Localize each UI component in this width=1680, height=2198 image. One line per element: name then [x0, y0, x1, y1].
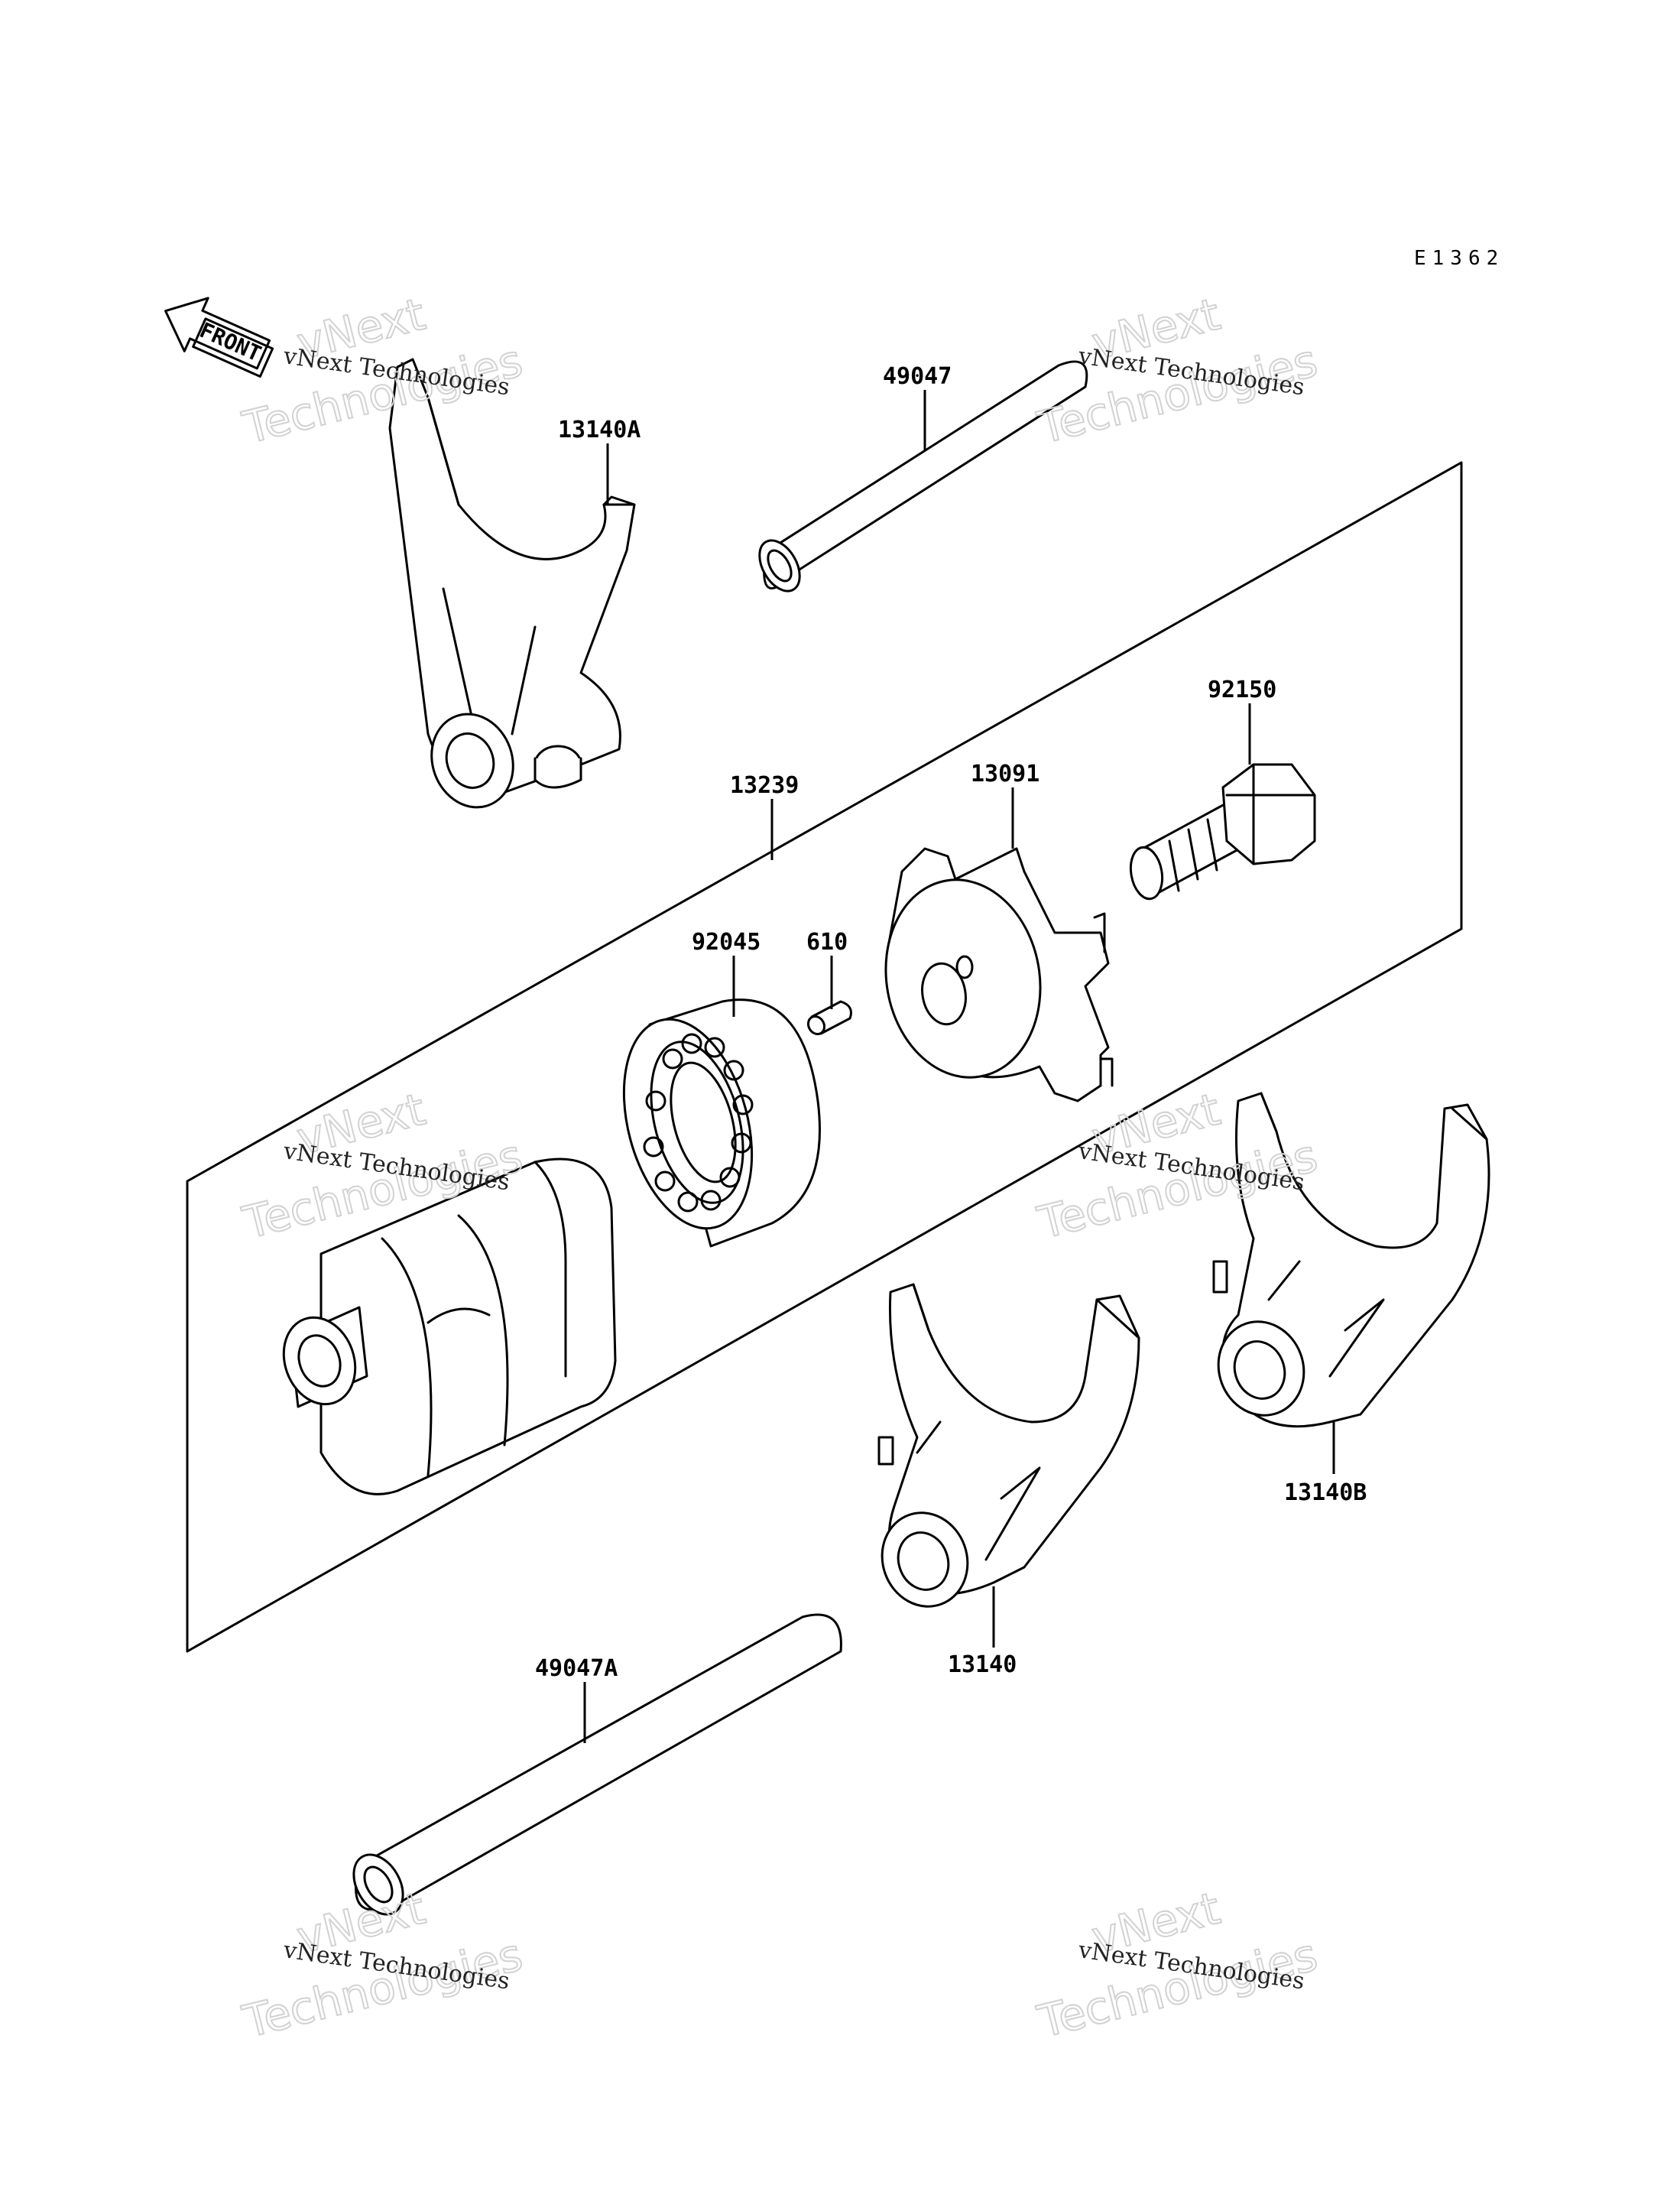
part-label-13140B: 13140B: [1284, 1479, 1367, 1506]
diagram-code: E1362: [1414, 247, 1504, 270]
bolt-92150: [1129, 763, 1316, 901]
watermark-top-left: vNext Technologies vNext Technologies: [237, 287, 528, 455]
shift-fork-13140: [877, 1283, 1140, 1608]
shift-fork-13140A: [388, 358, 636, 809]
part-label-13239: 13239: [730, 772, 799, 799]
part-label-13140A: 13140A: [558, 417, 641, 443]
watermark-bottom-right: vNext Technologies vNext Technologies: [1032, 1881, 1323, 2049]
part-label-92150: 92150: [1208, 677, 1276, 703]
shaft-49047A: [352, 1613, 842, 1916]
part-label-13140: 13140: [948, 1651, 1017, 1678]
bearing-92045: [622, 998, 821, 1248]
pin-610: [806, 1000, 852, 1036]
assembly-outline: [186, 461, 1463, 1653]
part-label-92045: 92045: [692, 929, 761, 956]
shift-drum-cam-13091: [884, 847, 1114, 1102]
bearing-rollers: [643, 1033, 754, 1213]
shift-drum-13239: [282, 1157, 617, 1495]
part-label-13091: 13091: [971, 761, 1039, 787]
part-label-610: 610: [806, 929, 848, 956]
part-label-49047A: 49047A: [535, 1655, 618, 1682]
front-arrow-icon: FRONT: [164, 297, 274, 378]
part-label-49047: 49047: [883, 363, 952, 390]
watermark-bottom-left: vNext Technologies vNext Technologies: [237, 1881, 528, 2049]
shift-fork-13140B: [1212, 1092, 1490, 1428]
shaft-49047: [758, 360, 1088, 593]
